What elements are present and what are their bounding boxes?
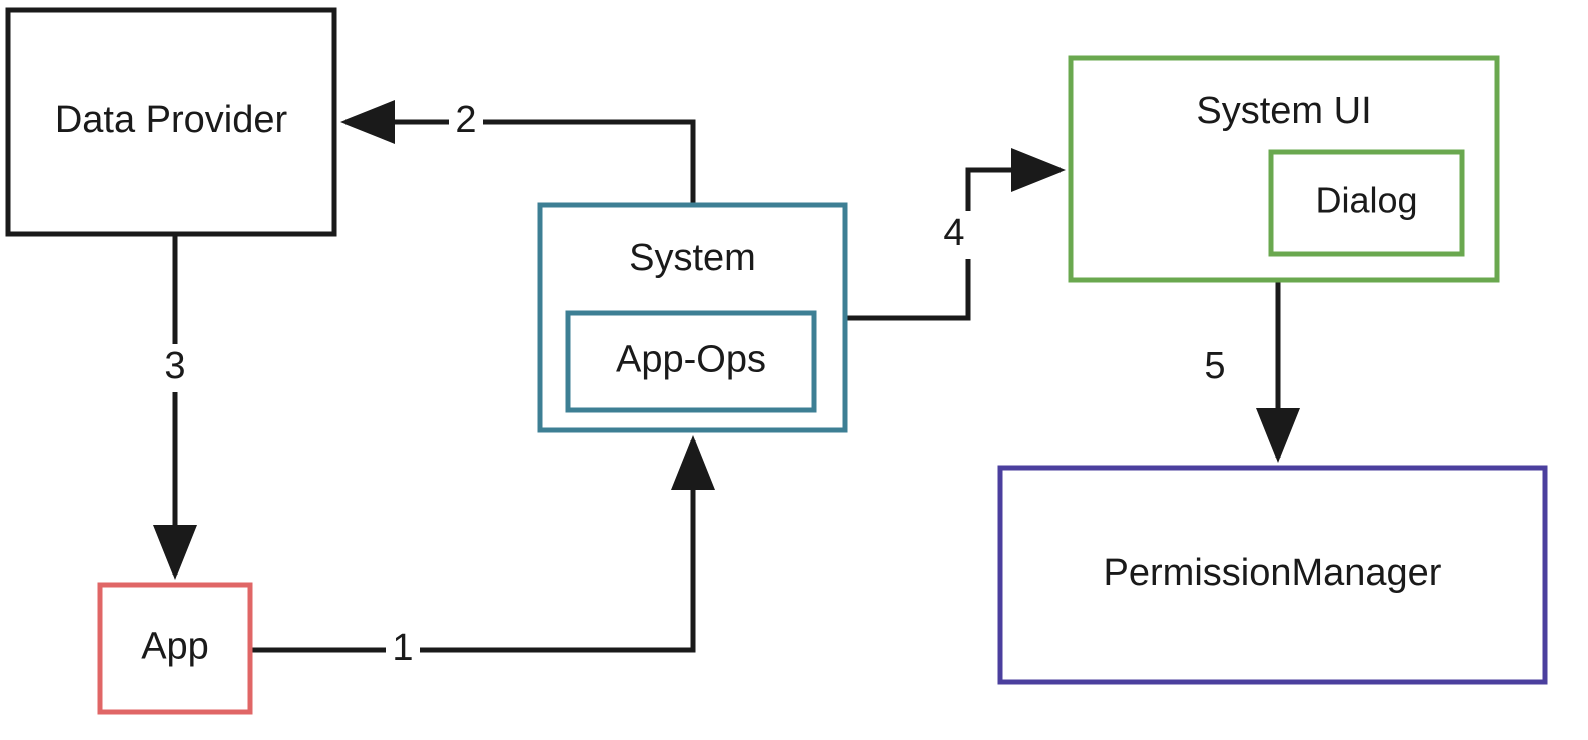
node-box-app-ops[interactable] xyxy=(565,310,817,413)
edge-label-group-1: 1 xyxy=(386,626,420,674)
edge-label-backdrop-1 xyxy=(386,626,420,674)
node-permission-manager[interactable]: PermissionManager xyxy=(997,465,1548,685)
node-label-system-ui: System UI xyxy=(1196,90,1371,132)
node-dialog[interactable]: Dialog xyxy=(1268,149,1465,257)
node-app-ops[interactable]: App-Ops xyxy=(565,310,817,413)
node-label-app-ops: App-Ops xyxy=(616,339,766,381)
edge-label-backdrop-4 xyxy=(937,211,971,259)
edge-label-5: 5 xyxy=(1204,345,1225,387)
edge-line-2 xyxy=(340,100,696,205)
node-label-data-provider: Data Provider xyxy=(55,99,288,141)
edge-2 xyxy=(340,100,696,205)
node-app[interactable]: App xyxy=(97,582,253,715)
edge-labels-layer: 1 2 3 4 5 xyxy=(158,98,1232,674)
node-box-dialog[interactable] xyxy=(1268,149,1465,257)
edge-label-group-5: 5 xyxy=(1198,344,1232,392)
node-label-system: System xyxy=(629,237,756,279)
edge-label-backdrop-5 xyxy=(1198,344,1232,392)
edge-label-4: 4 xyxy=(943,212,964,254)
node-box-data-provider[interactable] xyxy=(5,7,337,237)
edge-label-3: 3 xyxy=(164,345,185,387)
node-box-app[interactable] xyxy=(97,582,253,715)
node-box-permission-manager[interactable] xyxy=(997,465,1548,685)
edge-label-2: 2 xyxy=(455,99,476,141)
node-data-provider[interactable]: Data Provider xyxy=(5,7,337,237)
node-label-dialog: Dialog xyxy=(1315,180,1417,221)
node-label-app: App xyxy=(141,626,209,668)
edge-label-group-4: 4 xyxy=(937,211,971,259)
node-label-permission-manager: PermissionManager xyxy=(1104,552,1442,594)
edge-label-backdrop-3 xyxy=(158,344,192,392)
edge-1 xyxy=(250,435,715,653)
edge-label-backdrop-2 xyxy=(449,98,483,146)
edge-label-group-2: 2 xyxy=(449,98,483,146)
edge-label-1: 1 xyxy=(392,627,413,669)
edge-line-1 xyxy=(250,435,715,653)
edge-label-group-3: 3 xyxy=(158,344,192,392)
